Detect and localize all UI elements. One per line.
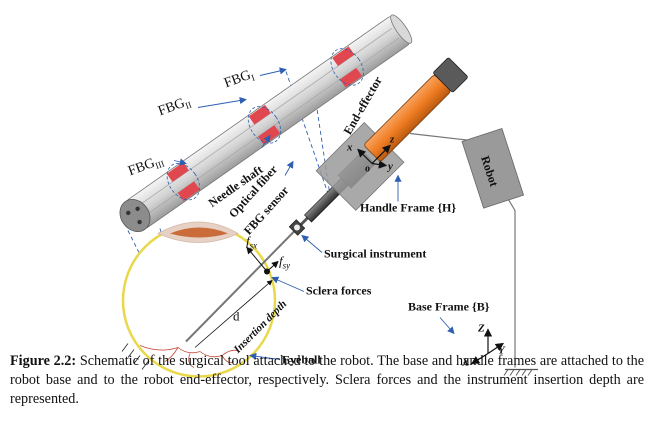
eyeball-label: Eyeball <box>282 353 321 367</box>
surgical-instrument-label: Surgical instrument <box>324 247 426 261</box>
sclera-force-arrows <box>246 246 279 272</box>
caption-text: Schematic of the surgical tool attached … <box>10 353 644 407</box>
instrument-shaft <box>185 226 299 343</box>
svg-text:FBGII: FBGII <box>156 94 193 120</box>
handle-frame-axes <box>357 144 391 169</box>
figure-caption: Figure 2.2: Schematic of the surgical to… <box>10 352 644 409</box>
fsy-label: fsy <box>279 254 290 271</box>
surgical-instrument <box>288 57 468 236</box>
fbg-i-label: FBGI <box>222 67 256 92</box>
eyeball <box>121 221 277 378</box>
base-frame-label: Base Frame {B} <box>408 300 490 314</box>
svg-text:FBGIII: FBGIII <box>126 153 166 180</box>
axis-o-h: o <box>365 164 370 175</box>
robot-body: Robot <box>409 128 538 376</box>
handle-frame-label: Handle Frame {H} <box>360 201 456 215</box>
fsx-label: fsx <box>246 234 257 251</box>
needle-shaft-detail <box>119 14 413 232</box>
axis-x-h: x <box>346 142 353 154</box>
figure-label: Figure 2.2: <box>10 353 77 369</box>
base-frame-axes <box>470 328 504 365</box>
axis-z-b: Z <box>477 323 485 335</box>
axis-x-b: X <box>461 357 470 369</box>
axis-z-h: z <box>389 134 395 146</box>
axis-y-b: Y <box>498 345 506 357</box>
fbg-ii-label: FBGII <box>156 94 193 120</box>
svg-text:FBGI: FBGI <box>222 67 256 92</box>
fbg-label-arrows <box>173 67 287 166</box>
robot-arm <box>364 57 468 162</box>
retina-vessels <box>139 345 241 368</box>
axis-y-h: y <box>386 161 393 173</box>
insertion-depth-indicator <box>194 279 273 348</box>
optical-fiber-arrows <box>261 134 294 176</box>
d-label: d <box>233 309 240 324</box>
sclera-forces-label: Sclera forces <box>306 284 372 298</box>
fbg-iii-label: FBGIII <box>126 153 166 180</box>
